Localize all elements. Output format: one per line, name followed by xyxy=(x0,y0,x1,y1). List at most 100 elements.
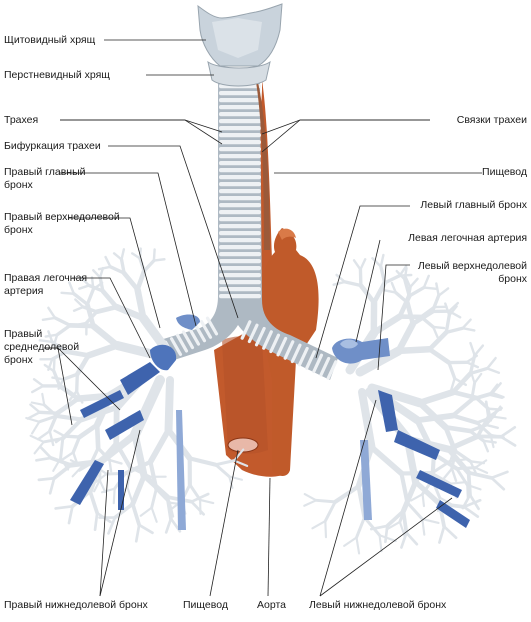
bronchus-branch xyxy=(141,508,152,516)
bronchus-branch xyxy=(486,402,488,417)
bronchus-branch xyxy=(100,480,105,492)
trachea-ring xyxy=(219,105,261,109)
bronchus-branch xyxy=(354,260,360,269)
bronchus-branch xyxy=(87,289,93,304)
bronchus-branch xyxy=(487,358,495,368)
trachea-ring xyxy=(219,119,261,123)
label-right-upper-lobe-bronchus-line2: бронх xyxy=(4,224,120,237)
label-right-pulmonary-artery-line2: артерия xyxy=(4,285,87,298)
label-right-middle-lobe-bronchus-line2: среднедолевой xyxy=(4,341,79,354)
trachea-ring xyxy=(219,196,261,200)
bronchus-branch xyxy=(399,349,430,351)
label-right-pulmonary-artery-line1: Правая легочная xyxy=(4,272,87,285)
trachea-ring xyxy=(219,175,261,179)
bronchus-branch xyxy=(357,538,360,554)
trachea-ring xyxy=(219,259,261,263)
leader-line xyxy=(60,120,222,132)
bronchus-branch xyxy=(492,478,504,489)
label-right-middle-lobe-bronchus-line3: бронх xyxy=(4,354,79,367)
bronchus-branch xyxy=(57,416,82,420)
bronchus-branch xyxy=(423,494,424,506)
bronchus-branch xyxy=(69,506,72,523)
bronchus-branch xyxy=(55,431,65,436)
bronchus-branch xyxy=(344,538,356,546)
bronchus-branch xyxy=(475,374,482,383)
bronchus-branch xyxy=(453,416,477,423)
bronchus-branch xyxy=(417,416,453,421)
bronchus-branch xyxy=(192,502,204,515)
trachea-ring xyxy=(219,112,261,116)
label-aorta: Аорта xyxy=(257,599,286,612)
bronchus-branch xyxy=(446,315,449,332)
label-left-upper-lobe-bronchus: Левый верхнедолевой бронх xyxy=(418,260,527,286)
bronchus-branch xyxy=(28,412,40,418)
bronchus-branch xyxy=(103,291,117,307)
bronchus-branch xyxy=(501,427,515,436)
bronchus-branch xyxy=(26,418,39,422)
bronchus-branch xyxy=(467,485,468,499)
bronchus-branch xyxy=(127,487,131,500)
bronchus-branch xyxy=(470,343,474,355)
bronchus-branch xyxy=(70,325,93,326)
bronchus-branch xyxy=(463,320,471,329)
leader-line xyxy=(268,478,270,596)
bronchus-branch xyxy=(48,308,55,318)
trachea-ring xyxy=(219,126,261,130)
bronchus-branch xyxy=(407,303,413,324)
label-left-upper-lobe-bronchus-line2: бронх xyxy=(418,273,527,286)
bronchus-branch xyxy=(430,332,447,349)
bronchus-branch xyxy=(446,328,462,332)
label-trachea: Трахея xyxy=(4,114,38,127)
leader-line xyxy=(320,498,452,596)
bronchus-branch xyxy=(114,489,115,503)
bronchus-branch xyxy=(63,374,77,379)
bronchus-branch xyxy=(133,476,144,504)
label-right-main-bronchus-line1: Правый главный xyxy=(4,166,86,179)
trachea-ring xyxy=(219,182,261,186)
bronchus-branch xyxy=(316,500,335,502)
bronchus-branch xyxy=(39,478,54,480)
bronchus-branch xyxy=(99,267,110,269)
bronchus-branch xyxy=(43,318,55,320)
trachea-ring xyxy=(219,140,261,144)
bronchus-branch xyxy=(50,478,54,493)
label-cricoid-cartilage: Перстневидный хрящ xyxy=(4,69,110,82)
label-trachea-bifurcation: Бифуркация трахеи xyxy=(4,140,101,153)
trachea-ring xyxy=(219,245,261,249)
bronchus-branch xyxy=(154,259,164,260)
bronchus-branch xyxy=(97,425,98,448)
bronchus-branch xyxy=(305,494,316,500)
bronchus-branch xyxy=(110,460,122,463)
bronchus-branch xyxy=(407,503,422,519)
bronchus-branch xyxy=(345,282,361,286)
bronchus-branch xyxy=(401,473,407,502)
bronchus-branch xyxy=(380,535,382,551)
thyroid-cartilage-illustration xyxy=(198,4,282,66)
bronchus-branch xyxy=(432,296,438,312)
label-left-lower-lobe-bronchus: Левый нижнедолевой бронх xyxy=(309,599,446,612)
bronchus-branch xyxy=(337,275,345,282)
bronchus-branch xyxy=(216,465,229,477)
bronchus-branch xyxy=(190,458,216,464)
bronchus-branch xyxy=(200,500,213,503)
bronchus-branch xyxy=(38,431,50,439)
bronchus-branch xyxy=(487,368,499,372)
bronchus-branch xyxy=(357,517,365,537)
bronchus-branch xyxy=(56,506,73,508)
bronchus-branch xyxy=(444,469,452,478)
bronchus-branch xyxy=(36,458,51,460)
bronchus-branch xyxy=(360,259,365,269)
bronchus-branch xyxy=(95,513,97,530)
bronchus-branch xyxy=(444,527,456,538)
bronchus-branch xyxy=(41,448,51,458)
bronchus-branch xyxy=(334,282,345,285)
label-right-upper-lobe-bronchus: Правый верхнедолевой бронх xyxy=(4,211,120,237)
bronchus-branch xyxy=(475,346,483,356)
leader-line xyxy=(262,120,430,134)
bronchus-branch xyxy=(32,422,39,434)
bronchus-branch xyxy=(364,517,379,535)
label-thyroid-cartilage: Щитовидный хрящ xyxy=(4,34,95,47)
trachea-ring xyxy=(219,273,261,277)
bronchus-branch xyxy=(32,386,43,392)
